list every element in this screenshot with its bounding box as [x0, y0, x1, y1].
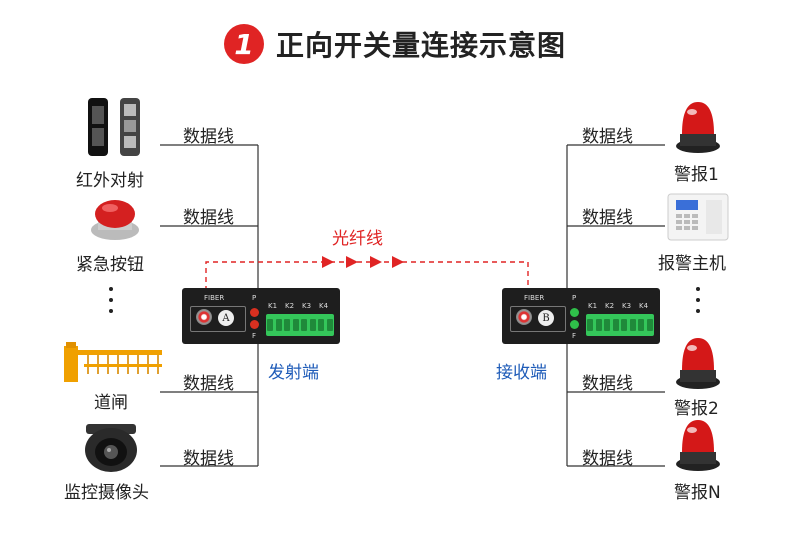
k3-label: K3 — [622, 302, 632, 310]
line-label: 数据线 — [582, 449, 633, 469]
fiber-led-icon — [570, 320, 579, 329]
k3-label: K3 — [302, 302, 312, 310]
page-title: 1 正向开关量连接示意图 — [0, 14, 790, 74]
fiber-port — [190, 306, 246, 332]
title-number-badge: 1 — [223, 24, 264, 64]
k4-label: K4 — [639, 302, 649, 310]
device-label-alarmN: 警报N — [674, 483, 721, 503]
device-label-barrier: 道闸 — [94, 393, 128, 413]
device-label-alarm2: 警报2 — [674, 399, 719, 419]
fiber-status-label: F — [252, 332, 257, 340]
transmitter-device: FIBER A P F K1 K2 K3 K4 — [182, 288, 340, 344]
line-label: 数据线 — [582, 208, 633, 228]
line-label: 数据线 — [582, 127, 633, 147]
power-label: P — [572, 294, 577, 302]
fiber-text: FIBER — [204, 294, 225, 302]
fiber-status-label: F — [572, 332, 577, 340]
receiver-label: 接收端 — [496, 363, 547, 383]
transmitter-label: 发射端 — [268, 363, 319, 383]
ellipsis-dots-right — [695, 286, 701, 320]
power-led-icon — [570, 308, 579, 317]
fiber-label: 光纤线 — [332, 229, 383, 249]
power-led-icon — [250, 308, 259, 317]
port-letter: A — [218, 310, 234, 326]
fiber-port — [510, 306, 566, 332]
device-label-camera: 监控摄像头 — [64, 483, 149, 503]
device-label-alarm1: 警报1 — [674, 165, 719, 185]
fiber-connector-icon — [196, 309, 212, 325]
alarm-light-icon — [674, 334, 722, 390]
infrared-beam-icon — [84, 96, 146, 158]
line-label: 数据线 — [183, 449, 234, 469]
line-label: 数据线 — [582, 374, 633, 394]
ellipsis-dots-left — [108, 286, 114, 320]
line-label: 数据线 — [183, 374, 234, 394]
receiver-device: FIBER B P F K1 K2 K3 K4 — [502, 288, 660, 344]
emergency-button-icon — [88, 196, 142, 242]
barrier-gate-icon — [60, 338, 164, 384]
fiber-connector-icon — [516, 309, 532, 325]
k1-label: K1 — [268, 302, 278, 310]
fiber-direction-arrows — [322, 256, 404, 268]
device-label-emergency: 紧急按钮 — [76, 255, 144, 275]
alarm-light-icon — [674, 98, 722, 154]
k2-label: K2 — [605, 302, 615, 310]
fiber-text: FIBER — [524, 294, 545, 302]
k4-label: K4 — [319, 302, 329, 310]
line-label: 数据线 — [183, 208, 234, 228]
terminal-block — [586, 314, 654, 336]
alarm-light-icon — [674, 416, 722, 472]
port-letter: B — [538, 310, 554, 326]
device-label-alarm-host: 报警主机 — [658, 254, 726, 274]
device-label-infrared: 红外对射 — [76, 171, 144, 191]
k2-label: K2 — [285, 302, 295, 310]
fiber-led-icon — [250, 320, 259, 329]
dome-camera-icon — [80, 420, 142, 474]
power-label: P — [252, 294, 257, 302]
alarm-host-icon — [666, 192, 730, 242]
title-text: 正向开关量连接示意图 — [275, 29, 566, 62]
k1-label: K1 — [588, 302, 598, 310]
line-label: 数据线 — [183, 127, 234, 147]
terminal-block — [266, 314, 334, 336]
